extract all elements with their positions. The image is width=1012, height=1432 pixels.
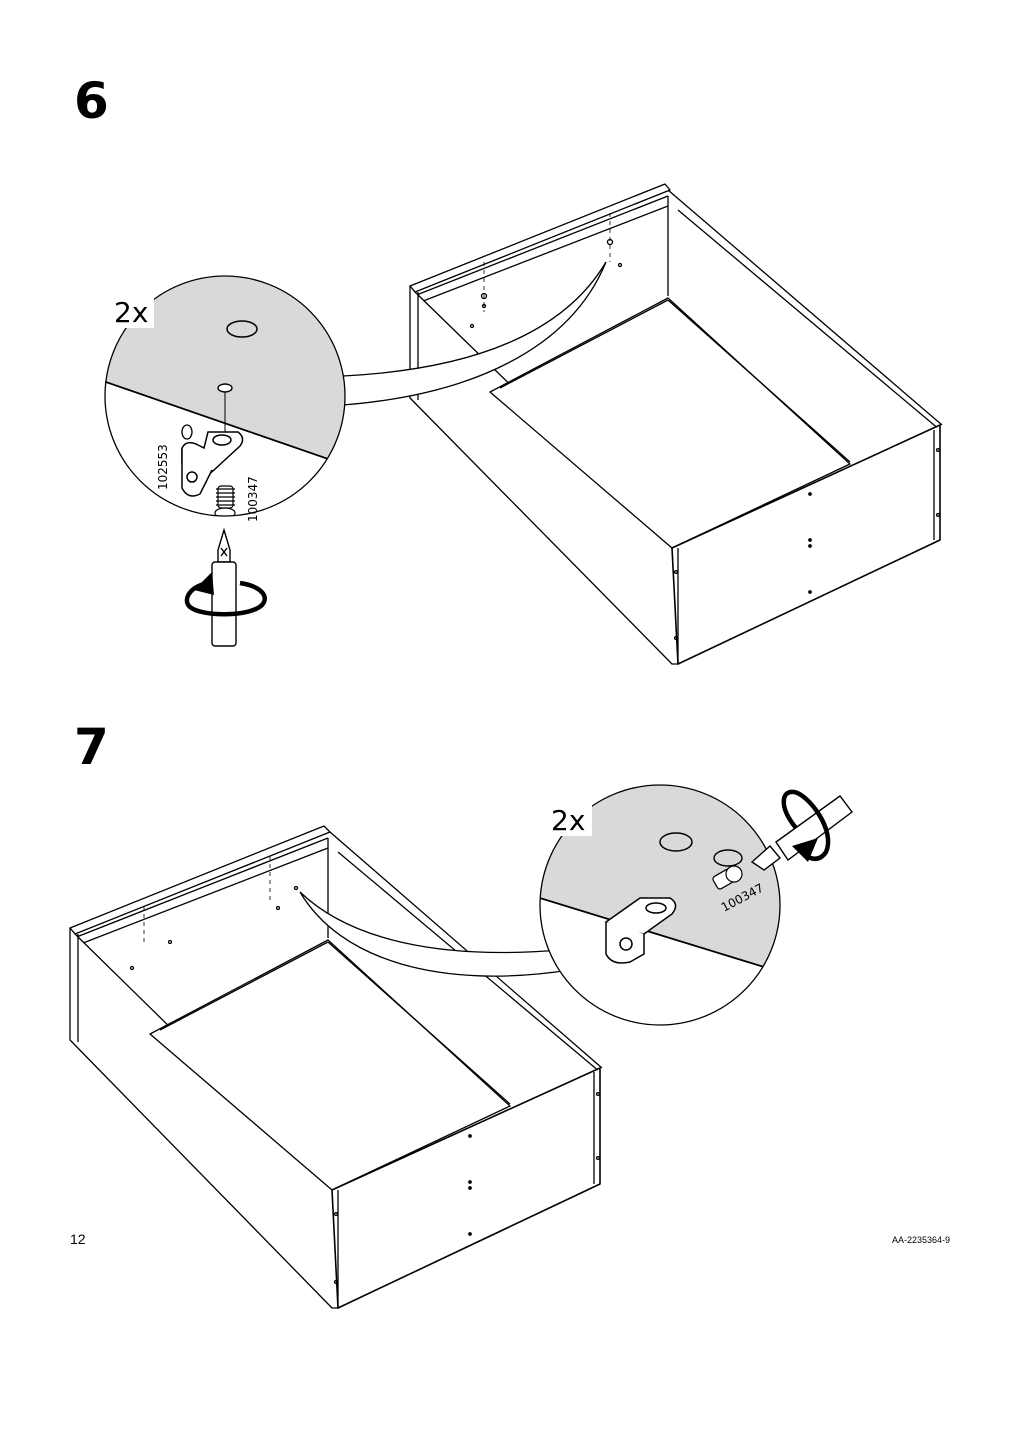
step-6-part-bracket: 102553: [156, 444, 170, 490]
rotate-arrow-icon: [184, 572, 267, 617]
step-6-drawer-box: [409, 183, 943, 665]
screw-icon: [214, 485, 236, 516]
step-6-screwdriver: [184, 527, 267, 647]
step-7-number: 7: [74, 718, 109, 776]
screw-icon: [712, 865, 743, 890]
step-7-screwdriver: [750, 789, 853, 871]
angle-bracket-icon: [181, 431, 244, 497]
step-7-drawer-box: [69, 825, 603, 1309]
angle-bracket-icon: [604, 897, 677, 964]
step-6-quantity: 2x: [114, 296, 148, 329]
step-6-part-screw: 100347: [246, 476, 260, 522]
step-7-quantity: 2x: [551, 804, 585, 837]
page-number: 12: [70, 1231, 86, 1247]
step-7-detail-circle: 2x 100347: [539, 784, 781, 1026]
step-6-detail-circle: 2x 102553 100347: [104, 275, 346, 522]
rotate-arrow-icon: [781, 789, 831, 862]
document-code: AA-2235364-9: [891, 1235, 950, 1245]
step-6-number: 6: [74, 72, 109, 130]
step-6-detail-connector: [342, 261, 607, 406]
screwdriver-icon: [750, 795, 853, 871]
screwdriver-icon: [211, 527, 237, 647]
